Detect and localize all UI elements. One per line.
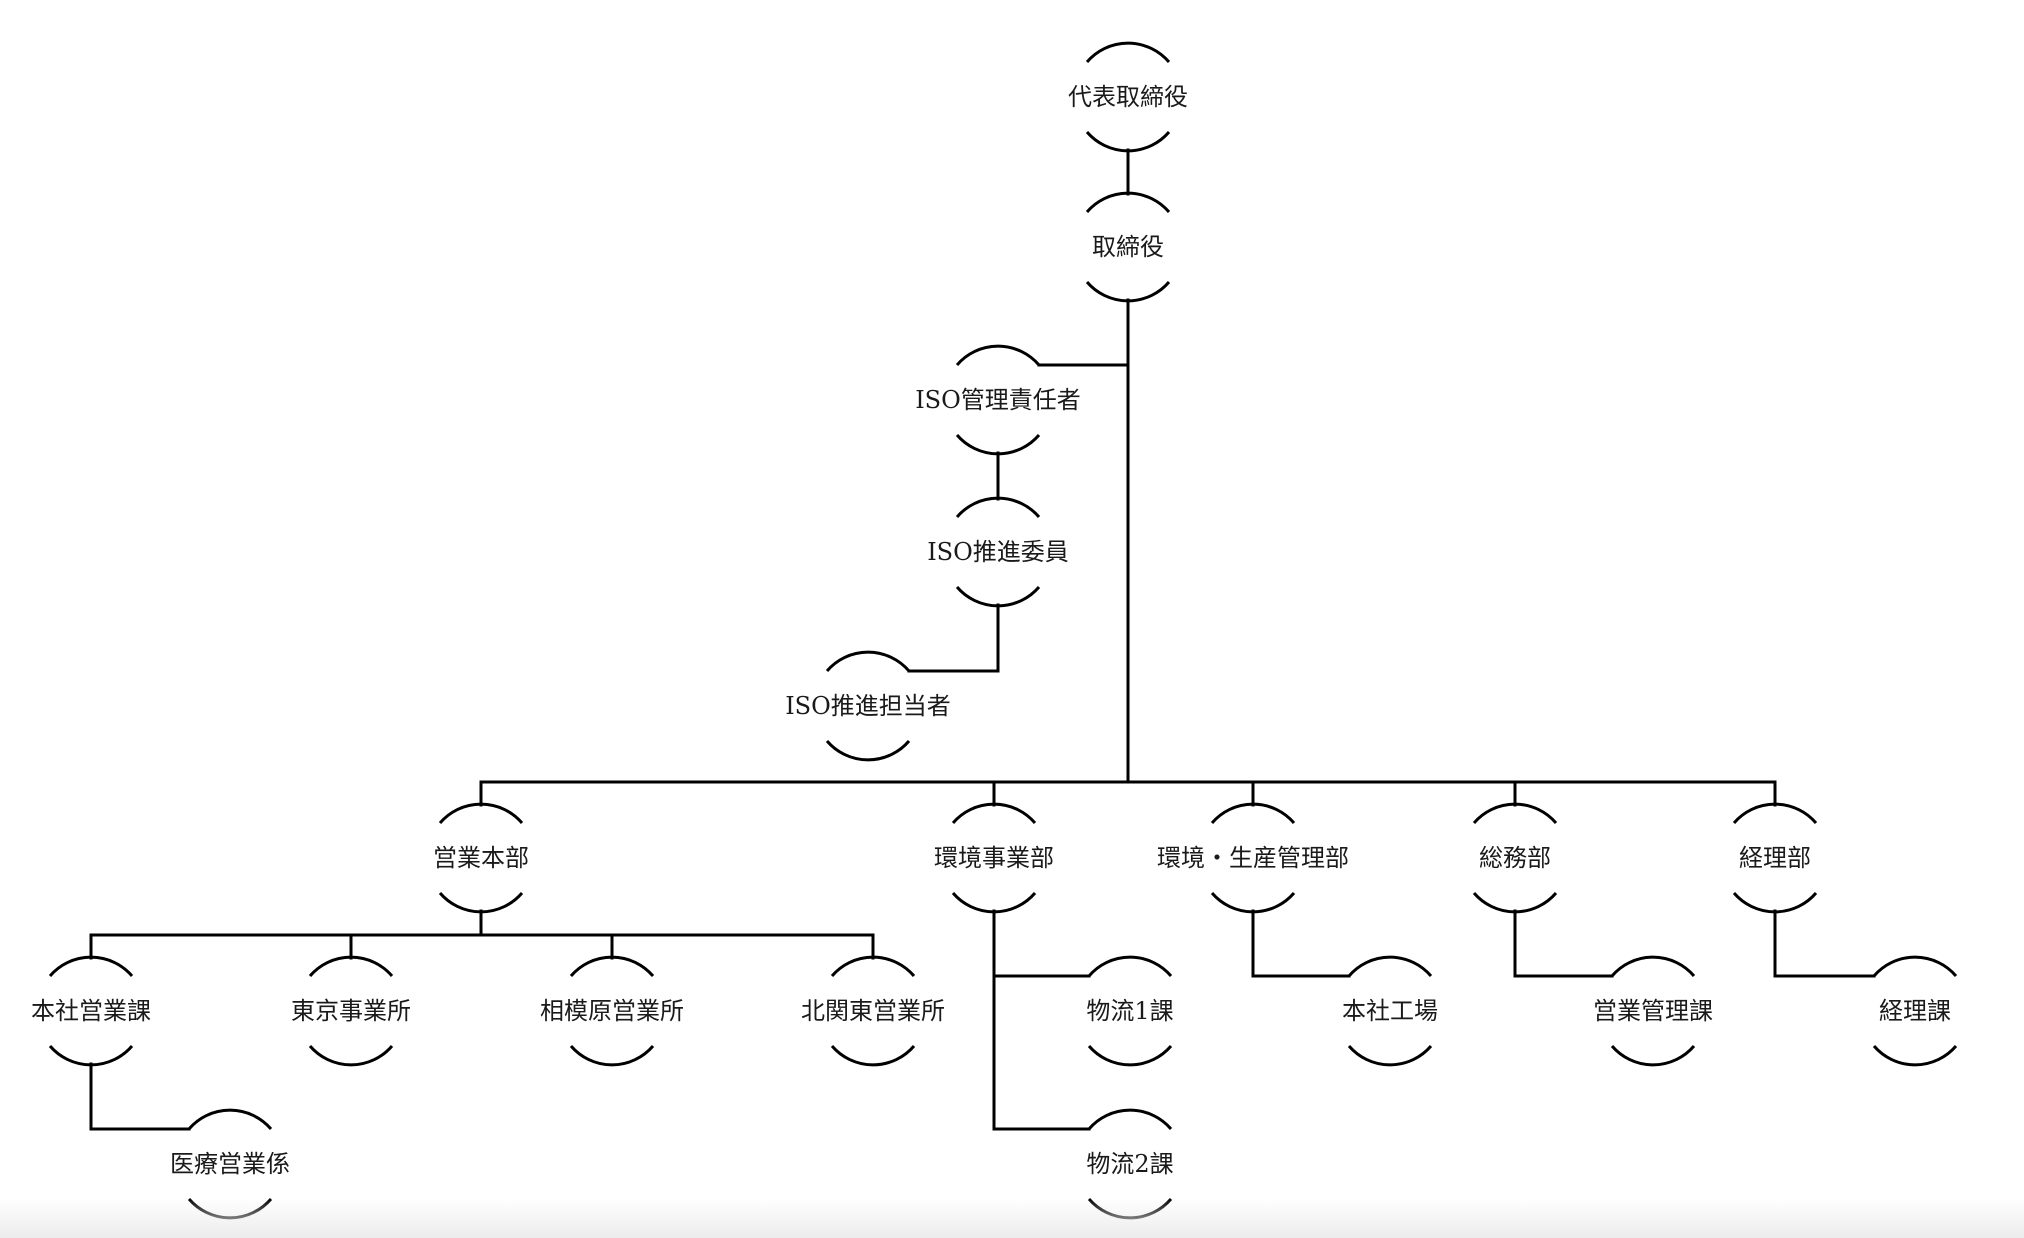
org-node-ceo: 代表取締役 [1068,41,1188,153]
connectors [89,148,1876,1131]
node-top-arc [830,955,916,977]
node-top-arc [1347,955,1433,977]
org-node-iso-manager: ISO管理責任者 [915,344,1081,456]
connector-accounting-section [1773,909,1876,978]
node-label: 取締役 [1092,233,1164,261]
node-top-arc [951,802,1037,824]
node-top-arc [1872,955,1958,977]
node-top-arc [955,344,1041,366]
node-label: ISO推進担当者 [785,692,951,720]
node-label: 経理部 [1739,844,1811,872]
node-bottom-arc [1085,131,1171,153]
node-label: 環境・生産管理部 [1157,844,1349,872]
node-top-arc [438,802,524,824]
node-bottom-arc [1610,1045,1696,1067]
node-label: 環境事業部 [934,844,1054,872]
node-label: 経理課 [1879,997,1951,1025]
org-node-director: 取締役 [1085,191,1171,303]
node-label: 相模原営業所 [540,997,684,1025]
org-node-sagamihara-office: 相模原営業所 [540,955,684,1067]
node-label: 総務部 [1479,844,1551,872]
node-top-arc [1732,802,1818,824]
node-bottom-arc [308,1045,394,1067]
node-bottom-arc [951,892,1037,914]
node-bottom-arc [1087,1045,1173,1067]
node-top-arc [1087,955,1173,977]
node-bottom-arc [1085,281,1171,303]
connector-logistics-1 [992,909,1091,978]
org-node-tokyo-office: 東京事業所 [291,955,411,1067]
node-bottom-arc [1347,1045,1433,1067]
node-bottom-arc [569,1045,655,1067]
node-top-arc [1087,1108,1173,1130]
node-bottom-arc [48,1045,134,1067]
bottom-shade [0,1198,2024,1238]
node-label: 北関東営業所 [801,997,945,1025]
node-label: 医療営業係 [170,1150,290,1178]
org-node-accounting-section: 経理課 [1872,955,1958,1067]
node-label: 物流2課 [1086,1150,1173,1178]
node-top-arc [308,955,394,977]
node-top-arc [1210,802,1296,824]
node-bottom-arc [955,434,1041,456]
org-node-sales-hq: 営業本部 [433,802,529,914]
connector-hq-factory [1251,909,1351,978]
node-bottom-arc [830,1045,916,1067]
node-label: 物流1課 [1086,997,1173,1025]
node-bottom-arc [1472,892,1558,914]
node-bottom-arc [825,740,911,762]
connector-iso-staff [907,603,1000,673]
node-label: ISO推進委員 [927,538,1069,566]
node-label: 営業本部 [433,844,529,872]
node-bottom-arc [438,892,524,914]
node-bottom-arc [955,586,1041,608]
org-node-iso-committee: ISO推進委員 [927,496,1069,608]
org-node-hq-sales-section: 本社営業課 [31,955,151,1067]
node-top-arc [48,955,134,977]
node-top-arc [1085,41,1171,63]
org-node-hq-factory: 本社工場 [1342,955,1438,1067]
node-top-arc [569,955,655,977]
node-label: 営業管理課 [1593,997,1713,1025]
connector-medical-sales [89,1062,191,1131]
org-node-env-business: 環境事業部 [934,802,1054,914]
node-bottom-arc [1210,892,1296,914]
org-node-sales-admin: 営業管理課 [1593,955,1713,1067]
node-top-arc [1610,955,1696,977]
org-node-logistics-1: 物流1課 [1086,955,1174,1067]
node-top-arc [1472,802,1558,824]
connector-sales-admin [1513,909,1614,978]
node-top-arc [955,496,1041,518]
node-bottom-arc [1732,892,1818,914]
org-node-env-production: 環境・生産管理部 [1157,802,1349,914]
node-label: 本社工場 [1342,997,1438,1025]
org-node-kitakanto-office: 北関東営業所 [801,955,945,1067]
node-top-arc [825,650,911,672]
connector-logistics-2 [992,909,1091,1131]
node-top-arc [187,1108,273,1130]
node-label: ISO管理責任者 [915,386,1081,414]
node-label: 本社営業課 [31,997,151,1025]
node-top-arc [1085,191,1171,213]
node-bottom-arc [1872,1045,1958,1067]
node-label: 東京事業所 [291,997,411,1025]
org-node-general-affairs: 総務部 [1472,802,1558,914]
node-label: 代表取締役 [1068,83,1188,111]
org-node-accounting: 経理部 [1732,802,1818,914]
org-node-iso-staff: ISO推進担当者 [785,650,951,762]
